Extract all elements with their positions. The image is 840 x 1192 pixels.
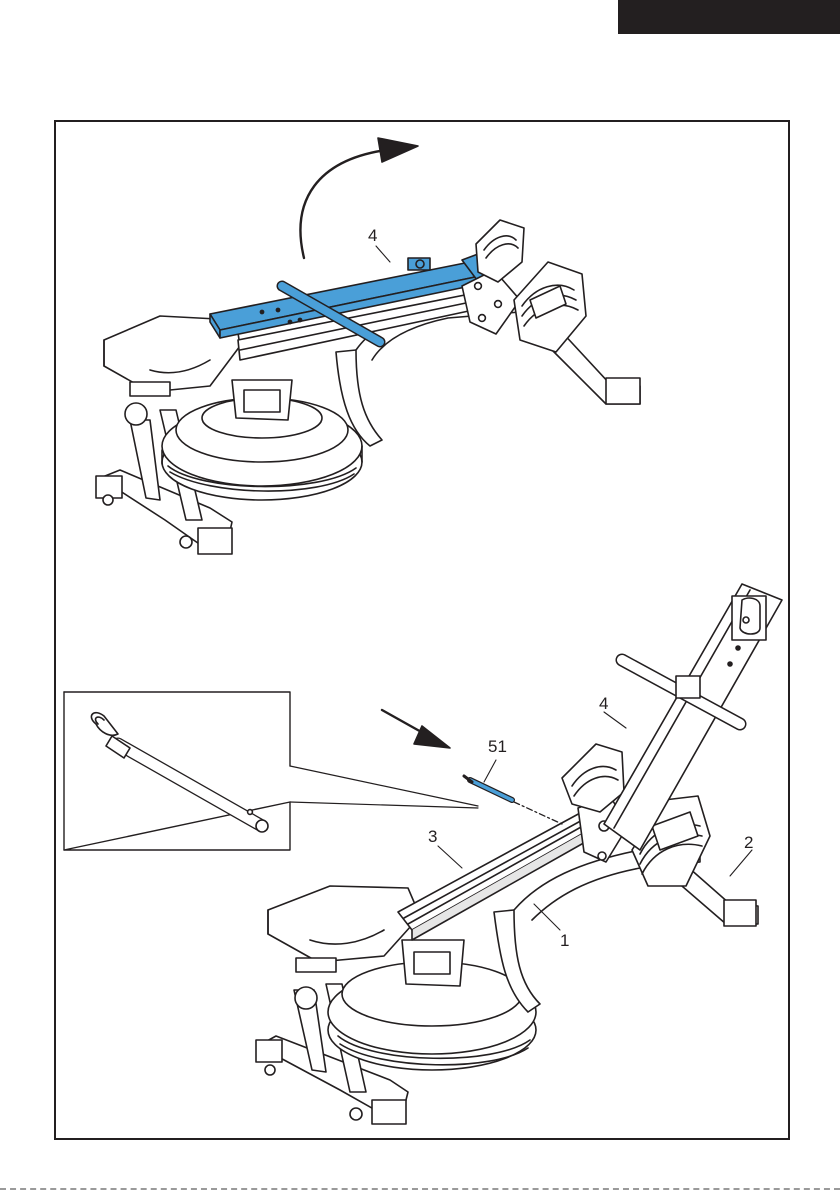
callout-part-1: 1 (560, 932, 569, 949)
rotate-arrow-icon (300, 138, 418, 258)
insert-arrow-icon (382, 710, 450, 748)
callout-part-51: 51 (488, 738, 507, 755)
page-bottom-dashed-rule (0, 1188, 840, 1190)
top-rower-illustration (96, 220, 640, 554)
callout-top-part-4: 4 (368, 227, 377, 244)
bottom-rower-illustration (256, 584, 782, 1124)
callout-bottom-part-4: 4 (599, 695, 608, 712)
pin-detail-inset (64, 692, 478, 850)
callout-part-2: 2 (744, 834, 753, 851)
callout-part-3: 3 (428, 828, 437, 845)
